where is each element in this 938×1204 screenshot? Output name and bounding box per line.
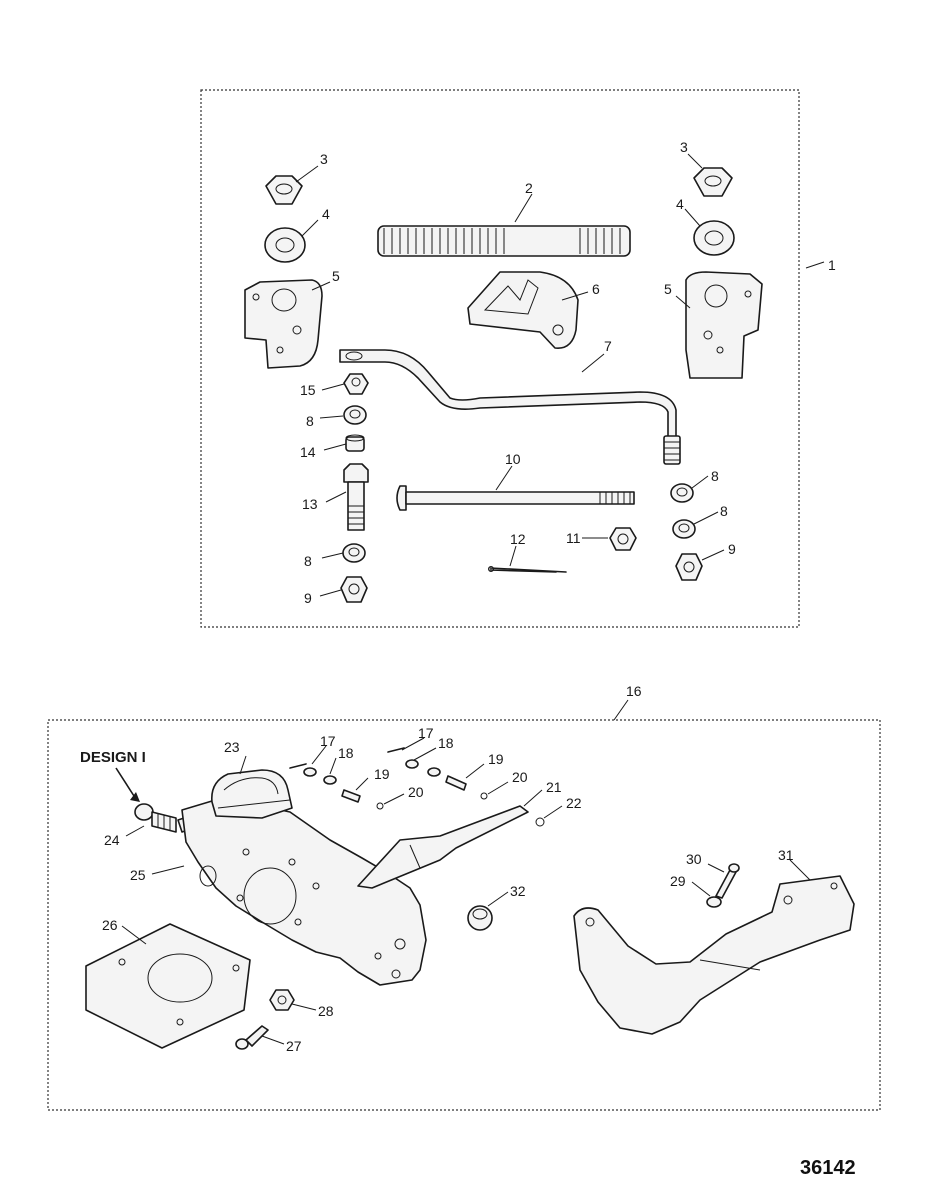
washer-8-d [672,519,696,539]
hex-nut-left-3 [265,175,303,205]
callout-12: 12 [510,531,526,547]
kit-boundary-top [200,89,800,628]
callout-20-left: 20 [408,784,424,800]
locknut-9-right [675,553,703,581]
clip-17-left [289,763,307,769]
clip-20-right [480,792,488,800]
leaders-bottom [121,737,811,1045]
callout-9-right: 9 [728,541,736,557]
callout-30: 30 [686,851,702,867]
callout-22: 22 [566,795,582,811]
cotter-pin-12 [488,566,567,573]
design-arrow-icon [115,767,140,802]
callout-25: 25 [130,867,146,883]
callout-19-right: 19 [488,751,504,767]
callout-7: 7 [604,338,612,354]
callout-1: 1 [828,257,836,273]
pin-19-right [445,775,467,791]
callout-14: 14 [300,444,316,460]
callout-8-d: 8 [720,503,728,519]
callout-31: 31 [778,847,794,863]
callout-17-left: 17 [320,733,336,749]
nut-15 [343,373,369,395]
pin-19-left [341,789,361,803]
callout-26: 26 [102,917,118,933]
washer-8-b [342,543,366,563]
base-plate-25 [181,797,529,986]
callout-4-left: 4 [322,206,330,222]
callout-15: 15 [300,382,316,398]
callout-19-left: 19 [374,766,390,782]
locknut-9-left [340,576,368,603]
washer-18-right [405,759,441,777]
washer-left-4 [264,227,306,263]
washer-29 [706,896,722,908]
bushing-14 [345,434,365,452]
callout-8-b: 8 [304,553,312,569]
callout-8-a: 8 [306,413,314,429]
grommet-32 [467,905,493,931]
callout-16: 16 [626,683,642,699]
callout-18-left: 18 [338,745,354,761]
gasket-26 [85,923,251,1049]
washer-8-a [343,405,367,425]
shift-rod-7 [339,349,681,465]
carriage-bolt-10 [396,485,635,511]
support-bracket-31 [573,875,855,1035]
callout-20-right: 20 [512,769,528,785]
callout-11: 11 [566,530,581,546]
bracket-right-5 [685,271,763,379]
washer-right-4 [693,220,735,256]
nut-11 [609,527,637,551]
callout-17-right: 17 [418,725,434,741]
callout-28: 28 [318,1003,334,1019]
callout-6: 6 [592,281,600,297]
clip-20-left [376,802,384,810]
screw-27 [235,1025,269,1050]
callout-27: 27 [286,1038,302,1054]
callout-9-left: 9 [304,590,312,606]
callout-8-c: 8 [711,468,719,484]
figure-number: 36142 [800,1157,856,1179]
callout-10: 10 [505,451,521,467]
callout-21: 21 [546,779,562,795]
cam-plate-6 [467,271,579,349]
washer-8-c [670,483,694,503]
screw-30 [715,863,740,899]
callout-3-right: 3 [680,139,688,155]
threaded-stud-2 [377,225,631,257]
kit-boundary-bottom [47,719,881,1111]
clip-22 [535,817,545,827]
bracket-left-5 [244,279,323,369]
callout-23: 23 [224,739,240,755]
cover-23 [211,769,293,819]
callout-3-left: 3 [320,151,328,167]
callout-32: 32 [510,883,526,899]
design-label: DESIGN I [80,749,146,766]
washer-18-left [303,767,337,785]
bolt-13 [343,463,369,531]
callout-2: 2 [525,180,533,196]
callout-18-right: 18 [438,735,454,751]
callout-5-right: 5 [664,281,672,297]
callout-24: 24 [104,832,120,848]
callout-29: 29 [670,873,686,889]
nut-28 [269,989,295,1011]
callout-5-left: 5 [332,268,340,284]
leaders-top [295,153,825,597]
callout-13: 13 [302,496,318,512]
hex-nut-right-3 [693,167,733,197]
clip-17-right [387,747,405,753]
callout-4-right: 4 [676,196,684,212]
